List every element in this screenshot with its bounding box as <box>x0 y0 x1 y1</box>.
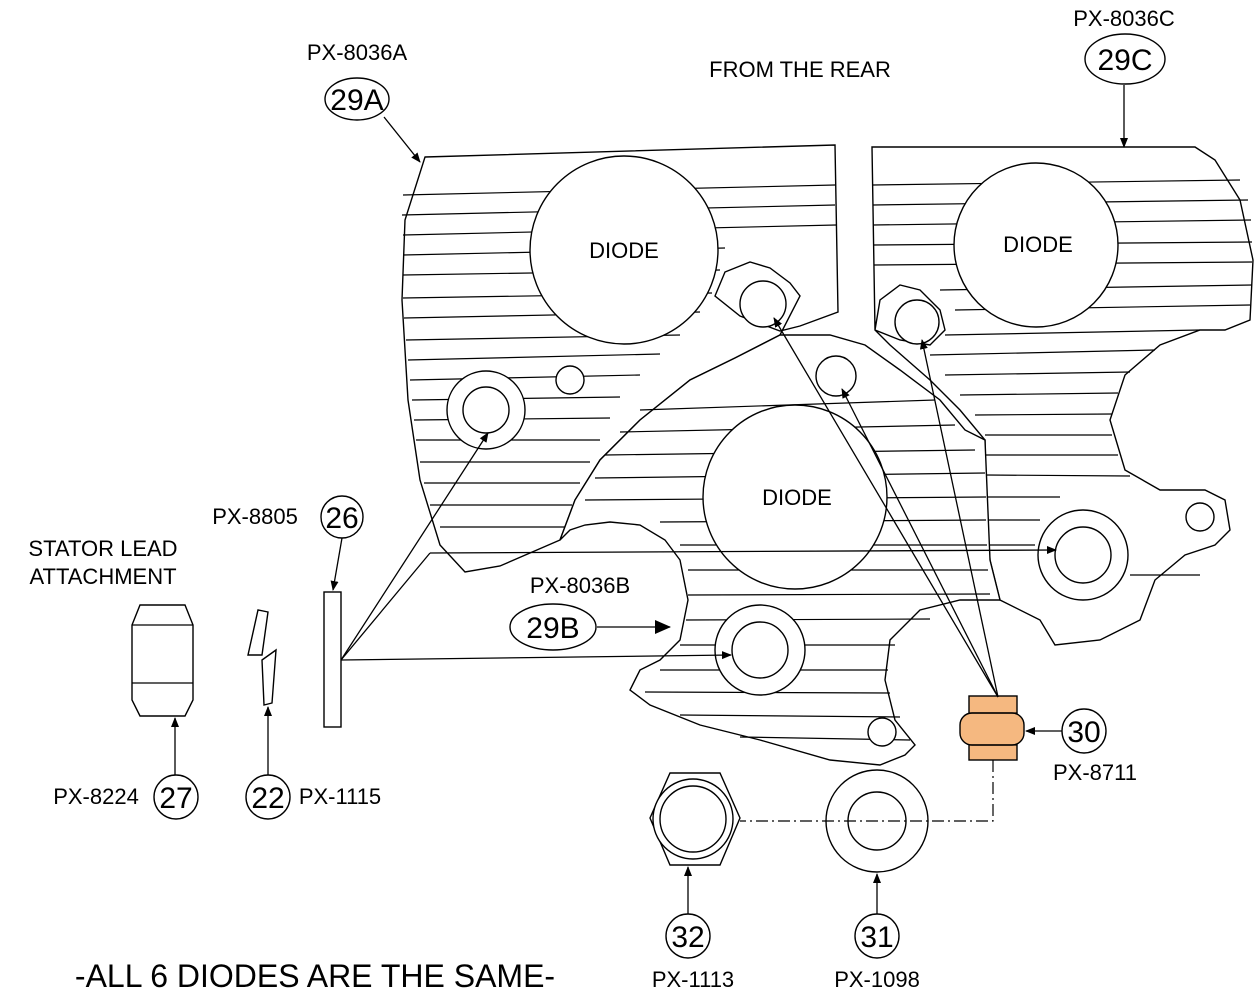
small-hole-29b <box>867 717 897 747</box>
small-hole-29c <box>1185 502 1215 532</box>
mount-hole-29b <box>815 355 857 397</box>
small-hole-29a <box>555 365 585 395</box>
hex-nut-32 <box>649 772 741 866</box>
num-32: 32 <box>671 921 704 954</box>
stud-hole-29c <box>1054 526 1112 584</box>
mount-hole-29a-top <box>739 280 787 328</box>
side-title-line1: STATOR LEAD <box>28 536 177 561</box>
balloon-31 <box>854 913 900 959</box>
part-26: PX-8805 <box>212 504 298 529</box>
balloon-29c <box>1084 33 1166 85</box>
part-29a: PX-8036A <box>307 40 408 65</box>
num-27: 27 <box>159 782 192 815</box>
assembly-centerline <box>740 760 994 822</box>
part-29b: PX-8036B <box>530 573 630 598</box>
side-title-line2: ATTACHMENT <box>29 564 176 589</box>
diode-29a <box>529 155 719 345</box>
balloon-22 <box>245 774 291 820</box>
footer-note: -ALL 6 DIODES ARE THE SAME- <box>75 958 555 994</box>
num-30: 30 <box>1067 716 1100 749</box>
part-27: PX-8224 <box>53 784 139 809</box>
flat-washer-26 <box>323 591 342 728</box>
nut-27 <box>131 604 194 717</box>
balloon-29a <box>324 77 390 121</box>
terminal-30 <box>959 695 1025 761</box>
heatsink-29a <box>401 144 839 573</box>
balloon-32 <box>665 913 711 959</box>
balloon-27 <box>153 774 199 820</box>
heatsink-29b <box>559 334 1001 766</box>
heatsink-29c <box>871 146 1254 646</box>
num-22: 22 <box>251 782 284 815</box>
lock-washer-22 <box>247 609 277 706</box>
diode-label-29b: DIODE <box>762 485 832 510</box>
num-29a: 29A <box>330 84 383 117</box>
assembly-lines <box>171 85 1128 914</box>
balloon-26 <box>320 495 364 539</box>
num-29c: 29C <box>1097 44 1152 77</box>
balloon-29b <box>509 603 597 651</box>
diode-label-29c: DIODE <box>1003 232 1073 257</box>
mount-hole-29c <box>894 299 940 345</box>
diode-29c <box>953 162 1119 328</box>
stud-hole-29a <box>462 386 510 434</box>
diode-29b <box>702 404 888 590</box>
num-26: 26 <box>325 502 358 535</box>
stud-hole-29b <box>731 621 789 679</box>
part-31: PX-1098 <box>834 967 920 992</box>
diagram-title: FROM THE REAR <box>709 57 891 82</box>
diode-label-29a: DIODE <box>589 238 659 263</box>
balloon-30 <box>1061 708 1107 754</box>
part-32: PX-1113 <box>652 967 734 992</box>
part-30: PX-8711 <box>1053 760 1137 785</box>
num-31: 31 <box>860 921 893 954</box>
part-22: PX-1115 <box>299 784 381 809</box>
num-29b: 29B <box>526 612 579 645</box>
part-29c: PX-8036C <box>1073 6 1175 31</box>
